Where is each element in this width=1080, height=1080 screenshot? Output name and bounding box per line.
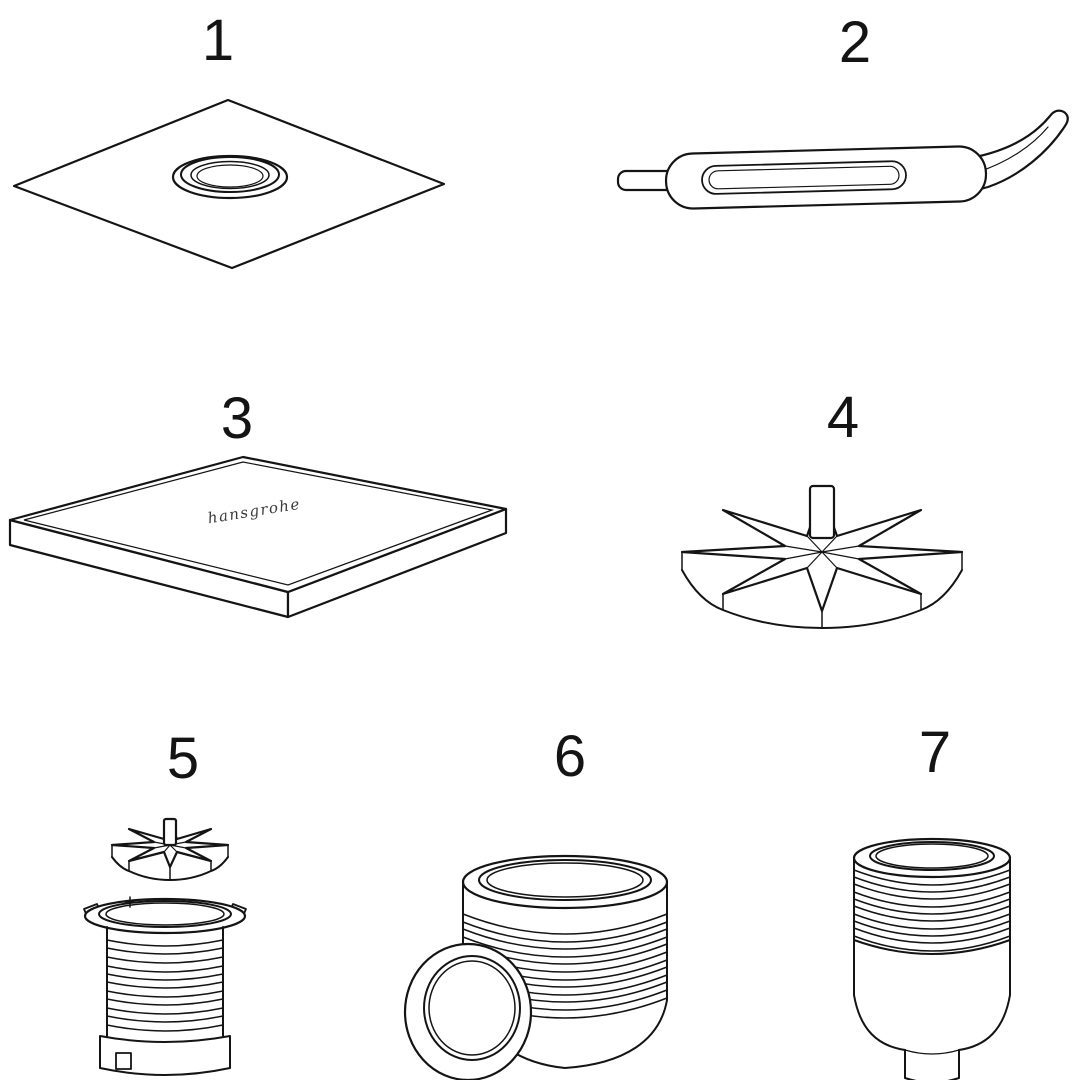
membrane-hole-outer: [190, 160, 270, 190]
sealing-membrane-illustration: [12, 98, 446, 270]
tool-handle-slot: [701, 160, 907, 195]
insert-bottom-collar: [99, 1035, 231, 1076]
star-center-post: [808, 484, 836, 540]
spigot-outline: [904, 1049, 960, 1080]
cover-top-face: [8, 455, 508, 594]
collar-notch: [115, 1052, 132, 1070]
part-3-number: 3: [221, 386, 253, 451]
flange-inner-rim: [105, 902, 225, 926]
tool-blade-crease: [977, 126, 1049, 173]
strainer-star-illustration: [680, 484, 964, 629]
part-5-number: 5: [167, 726, 199, 791]
body7-bowl: [853, 994, 1011, 1051]
removal-tool-illustration: [616, 109, 1069, 210]
drain-body-side-outlet-illustration: [403, 854, 669, 1080]
body6-top-mid-rim: [478, 859, 652, 901]
body6-top-outer-rim: [461, 854, 669, 910]
part-6-number: 6: [554, 724, 586, 789]
part-2-number: 2: [839, 10, 871, 75]
small-star-skirt: [111, 856, 229, 881]
body7-sides: [853, 857, 1011, 996]
star-creases: [784, 535, 860, 569]
tool-handle-slot-inner: [708, 165, 900, 190]
drain-insert-illustration: [83, 817, 247, 1076]
body7-thread-end-rim: [853, 939, 1011, 955]
spigot-top-edge: [904, 1049, 960, 1055]
outlet-outer-rim: [403, 942, 533, 1080]
star-thickness-lines: [681, 551, 963, 629]
body7-thread-lines: [853, 869, 1011, 952]
part-1-number: 1: [202, 8, 234, 73]
cover-bevel-line: [23, 461, 495, 586]
small-star-center-post: [162, 817, 178, 847]
membrane-hole-inner: [196, 164, 264, 188]
body6-top-inner-rim: [486, 862, 644, 898]
cover-plate-illustration: hansgrohe: [8, 455, 508, 619]
body7-top-mid-rim: [869, 841, 995, 871]
outlet-mid-rim: [423, 955, 521, 1061]
drain-body-vertical-outlet-illustration: [852, 837, 1012, 1080]
insert-thread-lines: [106, 939, 224, 1032]
flange-plus-mark: [124, 896, 136, 908]
membrane-collar-mid: [180, 156, 280, 193]
part-7-number: 7: [919, 720, 951, 785]
body7-top-inner-rim: [875, 843, 989, 869]
small-star-thickness-lines: [111, 844, 229, 880]
part-4-number: 4: [827, 385, 859, 450]
body6-thread-lines: [462, 913, 668, 1019]
outlet-inner-rim: [428, 960, 516, 1056]
flange-mid-rim: [98, 900, 232, 928]
